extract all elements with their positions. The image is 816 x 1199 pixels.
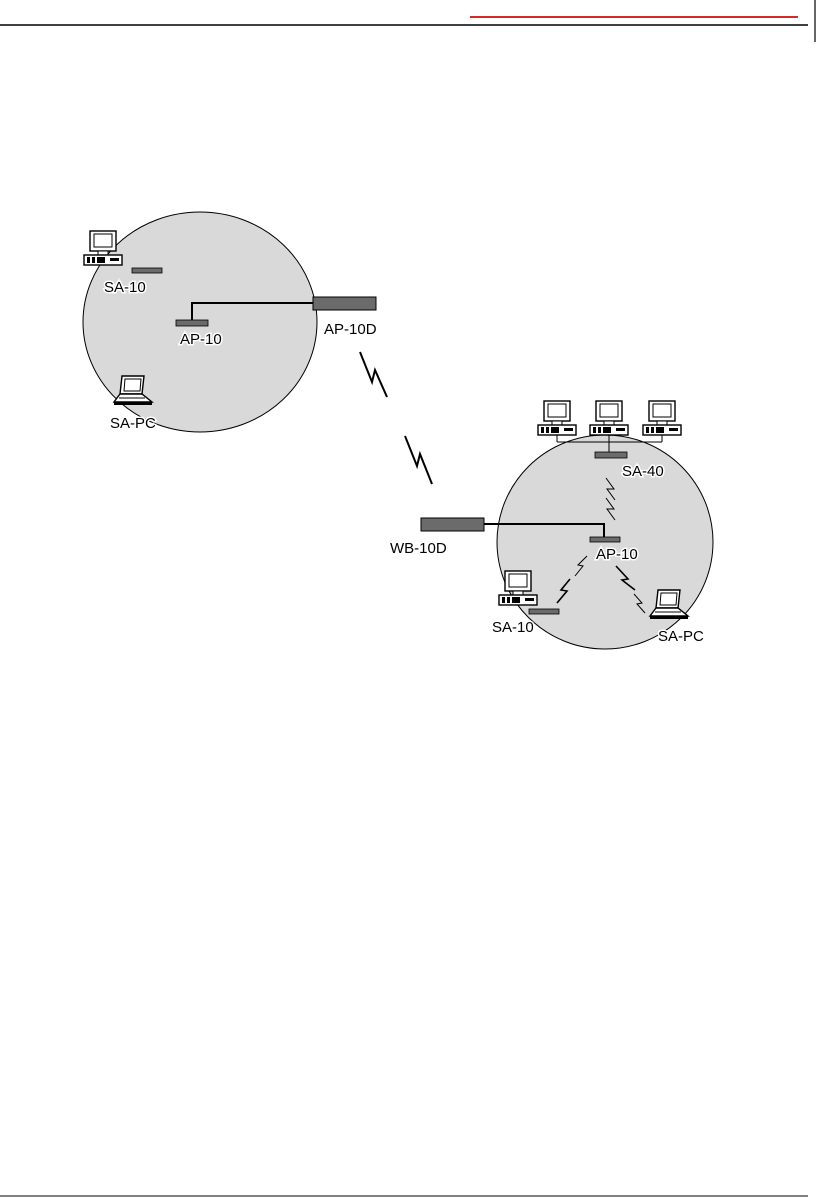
label-ap10-site-a: AP-10 [180,331,222,348]
radio-link [360,352,432,484]
ap10-device-site-a [176,320,208,326]
sa10-adapter-site-b [529,609,559,614]
label-ap10-site-b: AP-10 [596,546,638,563]
wb10d-device [421,518,484,531]
label-sa10-site-b: SA-10 [492,619,534,636]
ap10-device-site-b [590,537,620,542]
label-sapc-site-b: SA-PC [658,628,704,645]
sa40-device [595,452,627,458]
label-sapc-site-a: SA-PC [110,415,156,432]
label-ap10d: AP-10D [324,321,377,338]
page-header [0,0,815,42]
label-wb10d: WB-10D [390,540,447,557]
site-b: SA-40 WB-10D AP-10 SA-10 SA-PC [390,401,713,649]
sa10-adapter-site-a [132,268,162,273]
desktop-computer-icon [538,401,576,435]
site-a: SA-10 AP-10 AP-10D SA-PC [83,212,377,432]
desktop-computer-icon [590,401,628,435]
desktop-computer-icon [84,231,122,265]
label-sa40: SA-40 [622,463,664,480]
desktop-computer-icon [643,401,681,435]
lightning-bolt-icon [360,352,387,397]
lightning-bolt-icon [405,436,432,484]
label-sa10-site-a: SA-10 [104,279,146,296]
desktop-computer-icon [499,571,537,605]
ap10d-device [313,297,376,310]
